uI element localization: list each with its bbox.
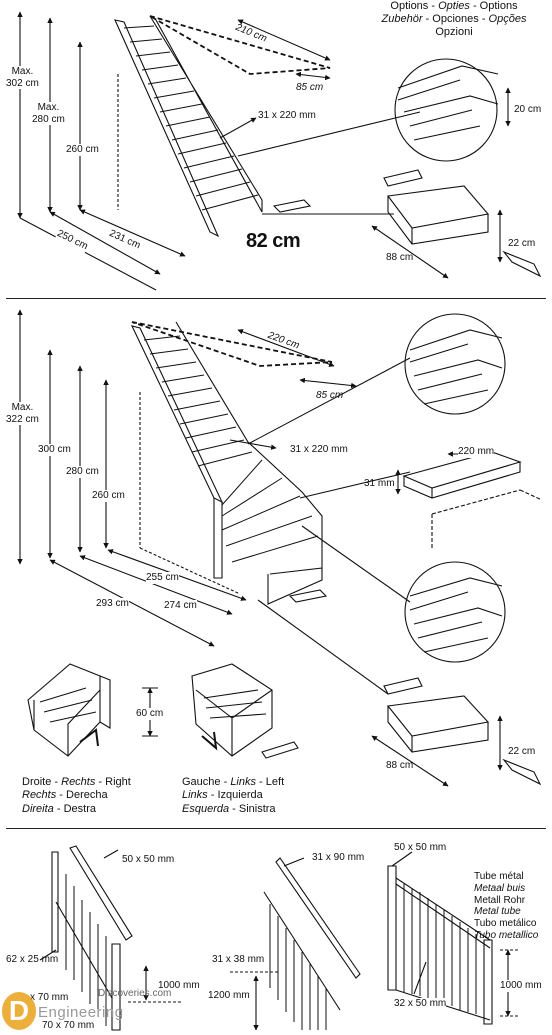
caption-right-it: Destra [63, 802, 96, 815]
metal-tube-es: Tubo metálico [474, 918, 537, 930]
options-en: Options [479, 0, 518, 12]
label-70x70: 70 x 70 mm [42, 1020, 95, 1031]
label-280: 280 cm [66, 466, 99, 478]
label-1200: 1200 mm [208, 990, 250, 1002]
label-62x25: 62 x 25 mm [6, 954, 59, 965]
caption-left-en: Left [265, 776, 285, 788]
watermark-top-text: Discoveries.com [98, 988, 172, 999]
zoom-detail-circle-3 [404, 561, 506, 663]
saw-icon-1 [272, 169, 423, 213]
caption-right: Droite - Rechts - Right Rechts - Derecha… [22, 776, 131, 815]
label-50x50: 50 x 50 mm [122, 854, 175, 865]
options-line-2: Zubehör - Opciones - Opções [381, 12, 527, 25]
options-nl: Opties [438, 0, 470, 12]
label-22-2: 22 cm [508, 746, 536, 757]
caption-left-pt: Esquerda [182, 802, 230, 815]
metal-tube-de: Metall Rohr [474, 894, 526, 906]
options-header: Options - Opties - Options Zubehör - Opc… [356, 0, 552, 39]
caption-left-fr: Gauche [182, 776, 221, 788]
nosing-profile [395, 451, 543, 548]
options-es: Opciones [432, 12, 479, 25]
label-tread-31x220-2: 31 x 220 mm [290, 444, 348, 456]
metal-tube-fr: Tube métal [474, 871, 524, 882]
label-85: 85 cm [296, 82, 324, 93]
caption-left-it: Sinistra [238, 802, 276, 815]
metal-tube-en: Metal tube [474, 906, 521, 918]
label-max-280: Max. 280 cm [32, 102, 65, 125]
zoom-detail-circle-1 [394, 58, 511, 162]
label-max-322: Max. 322 cm [6, 402, 39, 425]
label-metal-50x50: 50 x 50 mm [394, 842, 447, 853]
label-31mm: 31 mm [364, 478, 395, 489]
label-255: 255 cm [146, 572, 179, 584]
watermark-logo: D Discoveries.com Engineering [2, 988, 171, 1034]
watermark-letter: D [2, 992, 36, 1030]
divider-1 [6, 298, 546, 299]
caption-right-pt: Direita [22, 802, 54, 815]
label-20: 20 cm [514, 104, 542, 115]
label-88-2: 88 cm [386, 760, 414, 771]
label-22: 22 cm [508, 238, 536, 249]
metal-tube-nl: Metaal buis [474, 882, 526, 894]
label-1000-b: 1000 mm [500, 980, 542, 992]
caption-right-de: Rechts [22, 789, 57, 802]
metal-tube-it: Tubo metallico [474, 929, 539, 941]
options-fr: Options [390, 0, 429, 12]
label-88: 88 cm [386, 252, 414, 263]
label-32x50: 32 x 50 mm [394, 998, 447, 1010]
straight-staircase [114, 15, 421, 238]
divider-2 [6, 828, 546, 829]
winder-right [27, 663, 111, 757]
label-300: 300 cm [38, 444, 71, 456]
straight-dimension-lines [17, 11, 331, 291]
caption-left-nl: Links [230, 776, 256, 788]
caption-left-de: Links [182, 789, 208, 802]
options-pt: Opções [488, 12, 527, 25]
metal-tube-labels: Tube métal Metaal buis Metall Rohr Metal… [474, 871, 538, 942]
winder-left [191, 663, 299, 759]
caption-right-es: Derecha [66, 789, 108, 802]
saw-icon-2 [288, 589, 423, 695]
metal-balustrade [387, 851, 520, 1025]
quarter-turn-dimension-lines [17, 309, 357, 647]
label-274: 274 cm [164, 600, 197, 612]
options-line-1: Options - Opties - Options [390, 0, 518, 12]
step-box-1 [371, 185, 542, 279]
zoom-detail-circle-2 [404, 313, 506, 415]
options-it: Opzioni [435, 25, 473, 38]
label-31x90: 31 x 90 mm [312, 852, 365, 863]
quarter-turn-staircase [131, 321, 411, 695]
label-260: 260 cm [66, 144, 99, 156]
label-220mm: 220 mm [458, 446, 495, 458]
caption-right-nl: Rechts [61, 776, 96, 788]
caption-right-fr: Droite [22, 776, 52, 788]
watermark-bottom-text: Engineering [38, 1004, 124, 1021]
caption-right-en: Right [105, 776, 131, 788]
label-85-2: 85 cm [316, 390, 344, 401]
caption-left: Gauche - Links - Left Links - Izquierda … [182, 776, 285, 815]
label-tread-31x220: 31 x 220 mm [258, 110, 316, 122]
step-box-2 [371, 695, 542, 787]
label-82cm: 82 cm [246, 230, 301, 252]
label-31x38: 31 x 38 mm [212, 954, 265, 966]
label-max-302: Max. 302 cm [6, 66, 39, 89]
label-260: 260 cm [92, 490, 125, 502]
label-base-partial: x 70 mm [30, 992, 69, 1003]
label-1000-a: 1000 mm [158, 980, 200, 992]
label-293: 293 cm [96, 598, 129, 610]
caption-left-es: Izquierda [217, 789, 263, 802]
wooden-balustrade [39, 845, 182, 1031]
label-60: 60 cm [136, 708, 164, 720]
options-de: Zubehör [381, 12, 423, 25]
wooden-handrail [230, 857, 361, 1031]
